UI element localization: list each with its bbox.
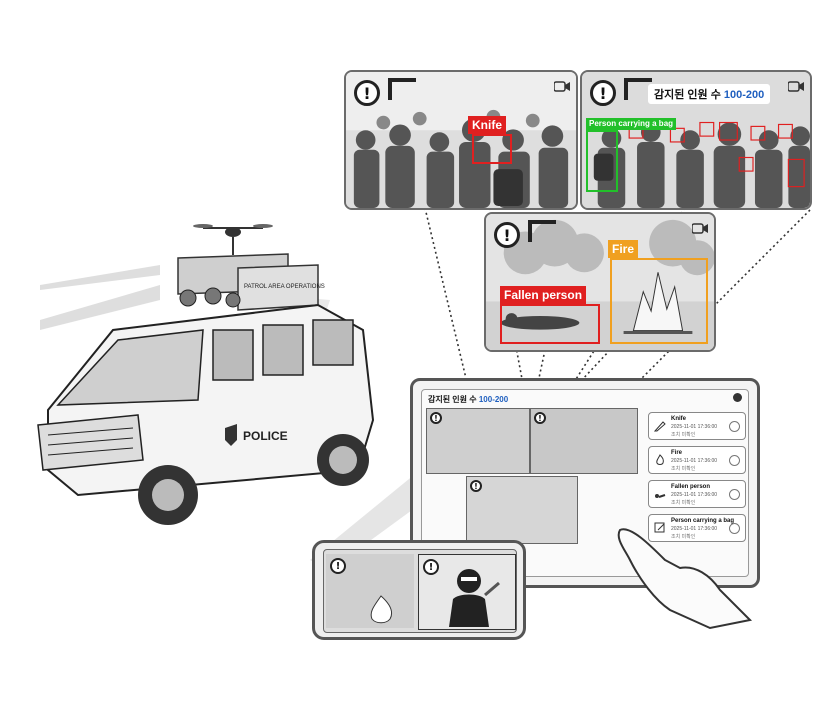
alert-icon: ! [354, 80, 380, 106]
crowd-scene [346, 72, 576, 208]
detection-label-fallen: Fallen person [500, 286, 587, 304]
mobile-phone[interactable]: ! ! [312, 540, 526, 640]
alert-card-bag[interactable]: Person carrying a bag 2025-11-01 17:36:0… [648, 514, 746, 542]
phone-screen: ! ! [323, 549, 517, 633]
clock-icon [729, 455, 740, 466]
camera-icon [692, 223, 708, 234]
cctv-panel-fire-fallen[interactable]: ! Fallen person Fire [484, 212, 716, 352]
drone-icon [193, 224, 273, 255]
alert-icon: ! [534, 412, 546, 424]
alert-icon: ! [494, 222, 520, 248]
phone-feed-right[interactable]: ! [418, 554, 516, 630]
clock-icon [729, 421, 740, 432]
detection-label-fire: Fire [608, 240, 639, 258]
knife-icon [654, 421, 666, 432]
tablet-screen: 감지된 인원 수 100-200 ! ! ! Knife 2025-11-01 … [421, 389, 749, 577]
frame-corner-icon [388, 78, 416, 100]
detection-box-fire [610, 258, 708, 344]
edit-icon [654, 522, 665, 533]
svg-text:POLICE: POLICE [243, 429, 288, 443]
camera-icon [788, 81, 804, 92]
police-vehicle-illustration: PATROL AREA OPERATIONS POLICE [37, 224, 375, 525]
frame-corner-icon [528, 220, 556, 242]
tablet-feed-1[interactable]: ! [426, 408, 530, 474]
people-count: 감지된 인원 수 100-200 [648, 84, 771, 104]
fire-icon [656, 454, 664, 465]
tablet-people-count: 감지된 인원 수 100-200 [428, 395, 509, 404]
detection-box-fallen [500, 304, 600, 344]
svg-text:PATROL AREA OPERATIONS: PATROL AREA OPERATIONS [244, 284, 325, 290]
phone-feed-left[interactable]: ! [326, 554, 414, 628]
alert-card-fire[interactable]: Fire 2025-11-01 17:36:00 조치 미확인 [648, 446, 746, 474]
detection-box-knife [472, 134, 512, 164]
cctv-panel-knife[interactable]: ! Knife [344, 70, 578, 210]
masked-person-icon [449, 569, 500, 627]
tablet-feed-3[interactable]: ! [466, 476, 578, 544]
clock-icon [729, 489, 740, 500]
alert-icon: ! [430, 412, 442, 424]
hand-illustration [617, 528, 753, 630]
frame-corner-icon [624, 78, 652, 100]
fire-icon [370, 595, 393, 624]
alert-icon: ! [330, 558, 346, 574]
street-scene [486, 214, 714, 350]
alert-icon: ! [470, 480, 482, 492]
alert-card-knife[interactable]: Knife 2025-11-01 17:36:00 조치 미확인 [648, 412, 746, 440]
alert-icon: ! [423, 559, 439, 575]
alert-card-fallen[interactable]: Fallen person 2025-11-01 17:36:00 조치 미확인 [648, 480, 746, 508]
cctv-panel-bag[interactable]: ! 감지된 인원 수 100-200 Person carrying a bag [580, 70, 812, 210]
detection-box-bag [586, 130, 618, 192]
person-icon [655, 494, 666, 498]
detection-label-knife: Knife [468, 116, 506, 134]
detection-label-bag: Person carrying a bag [586, 118, 677, 130]
alert-icon: ! [590, 80, 616, 106]
tablet-feed-2[interactable]: ! [530, 408, 638, 474]
clock-icon [729, 523, 740, 534]
camera-icon [554, 81, 570, 92]
settings-icon[interactable] [733, 393, 742, 402]
crowd-scene [582, 72, 810, 208]
